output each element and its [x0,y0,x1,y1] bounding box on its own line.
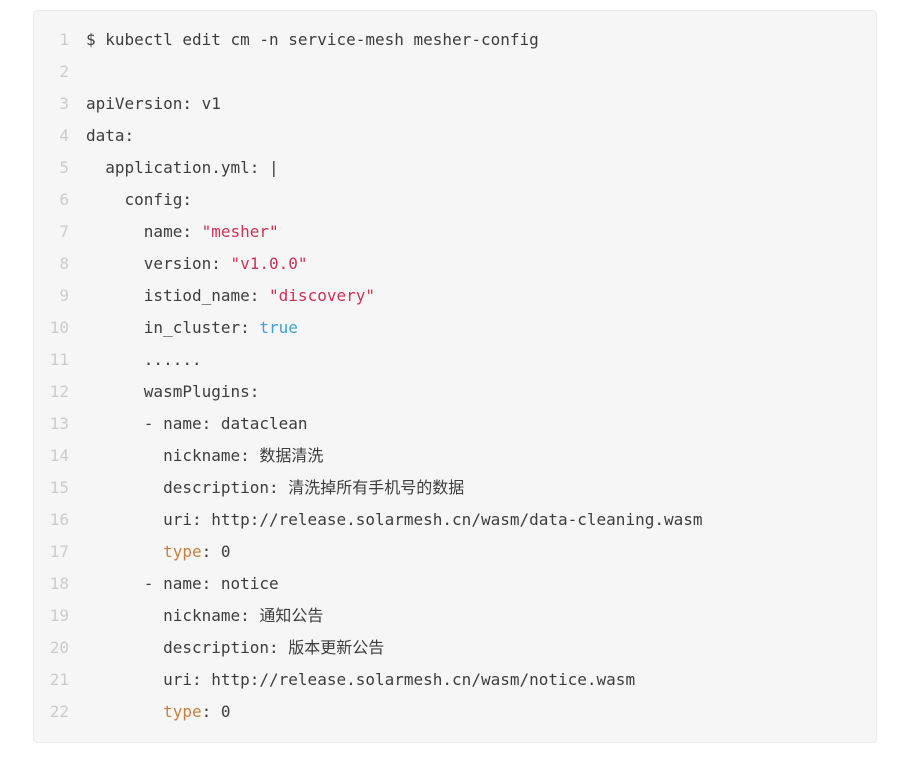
code-line: 1 $ kubectl edit cm -n service-mesh meshe… [34,24,876,56]
code-segment-plain: description: 清洗掉所有手机号的数据 [86,478,465,497]
line-number: 20 [49,638,69,657]
line-number: 16 [49,510,69,529]
line-number: 17 [49,542,69,561]
code-segment-plain: name: [86,222,202,241]
code-line: 2 [34,56,876,88]
code-segment-plain: istiod_name: [86,286,270,305]
line-number: 3 [59,94,69,113]
code-segment-plain [86,542,163,561]
code-segment-literal: true [259,318,298,337]
code-segment-keyword: type [163,702,202,721]
code-segment-plain [86,702,163,721]
code-line: 9 istiod_name: "discovery" [34,280,876,312]
code-segment-plain: uri: http://release.solarmesh.cn/wasm/no… [86,670,636,689]
code-segment-plain: nickname: 数据清洗 [86,446,324,465]
line-number: 19 [49,606,69,625]
line-number: 8 [59,254,69,273]
code-segment-plain: data: [86,126,135,145]
code-line: 6 config: [34,184,876,216]
code-text [69,56,86,88]
line-number: 9 [59,286,69,305]
code-segment-string: "v1.0.0" [230,254,308,273]
code-segment-plain: apiVersion: v1 [86,94,221,113]
code-line: 17 type: 0 [34,536,876,568]
code-segment-plain: uri: http://release.solarmesh.cn/wasm/da… [86,510,703,529]
code-text: type: 0 [69,696,231,728]
line-number: 4 [59,126,69,145]
code-line: 7 name: "mesher" [34,216,876,248]
line-number: 10 [49,318,69,337]
code-text: type: 0 [69,536,231,568]
line-number: 7 [59,222,69,241]
code-segment-plain: : 0 [201,702,231,721]
code-line: 21 uri: http://release.solarmesh.cn/wasm… [34,664,876,696]
code-segment-plain: nickname: 通知公告 [86,606,324,625]
code-segment-plain: in_cluster: [86,318,260,337]
code-text: ...... [69,344,202,376]
code-text: description: 版本更新公告 [69,632,384,664]
line-number: 13 [49,414,69,433]
line-number: 11 [49,350,69,369]
code-line: 11 ...... [34,344,876,376]
code-text: data: [69,120,134,152]
line-number: 22 [49,702,69,721]
code-line: 15 description: 清洗掉所有手机号的数据 [34,472,876,504]
code-text: $ kubectl edit cm -n service-mesh mesher… [69,24,539,56]
code-line: 8 version: "v1.0.0" [34,248,876,280]
code-text: in_cluster: true [69,312,298,344]
line-number: 2 [59,62,69,81]
code-segment-plain: $ kubectl edit cm -n service-mesh mesher… [86,30,539,49]
code-text: uri: http://release.solarmesh.cn/wasm/da… [69,504,703,536]
code-line: 12 wasmPlugins: [34,376,876,408]
code-text: - name: dataclean [69,408,308,440]
code-segment-plain: : 0 [201,542,231,561]
code-segment-plain: version: [86,254,231,273]
code-text: - name: notice [69,568,279,600]
line-number: 18 [49,574,69,593]
code-line: 18 - name: notice [34,568,876,600]
code-line: 5 application.yml: | [34,152,876,184]
code-line: 19 nickname: 通知公告 [34,600,876,632]
line-number: 5 [59,158,69,177]
code-line: 16 uri: http://release.solarmesh.cn/wasm… [34,504,876,536]
code-text: version: "v1.0.0" [69,248,308,280]
code-text: config: [69,184,192,216]
line-number: 15 [49,478,69,497]
code-segment-plain: description: 版本更新公告 [86,638,385,657]
code-segment-plain: wasmPlugins: [86,382,260,401]
line-number: 12 [49,382,69,401]
code-line: 14 nickname: 数据清洗 [34,440,876,472]
code-segment-plain: application.yml: | [86,158,279,177]
code-line: 20 description: 版本更新公告 [34,632,876,664]
code-text: name: "mesher" [69,216,279,248]
code-text: istiod_name: "discovery" [69,280,375,312]
code-text: wasmPlugins: [69,376,260,408]
code-segment-string: "mesher" [201,222,279,241]
code-segment-string: "discovery" [269,286,375,305]
code-segment-plain: - name: dataclean [86,414,308,433]
code-text: nickname: 通知公告 [69,600,323,632]
code-text: description: 清洗掉所有手机号的数据 [69,472,464,504]
code-text: apiVersion: v1 [69,88,221,120]
code-line: 4 data: [34,120,876,152]
code-segment-plain: config: [86,190,192,209]
code-segment-plain: - name: notice [86,574,279,593]
line-number: 21 [49,670,69,689]
line-number: 6 [59,190,69,209]
code-block: 1 $ kubectl edit cm -n service-mesh meshe… [33,10,877,743]
line-number: 1 [59,30,69,49]
code-segment-plain: ...... [86,350,202,369]
code-text: uri: http://release.solarmesh.cn/wasm/no… [69,664,635,696]
code-line: 13 - name: dataclean [34,408,876,440]
code-text: application.yml: | [69,152,279,184]
line-number: 14 [49,446,69,465]
code-line: 22 type: 0 [34,696,876,728]
code-text: nickname: 数据清洗 [69,440,323,472]
code-line: 3 apiVersion: v1 [34,88,876,120]
code-line: 10 in_cluster: true [34,312,876,344]
code-segment-keyword: type [163,542,202,561]
